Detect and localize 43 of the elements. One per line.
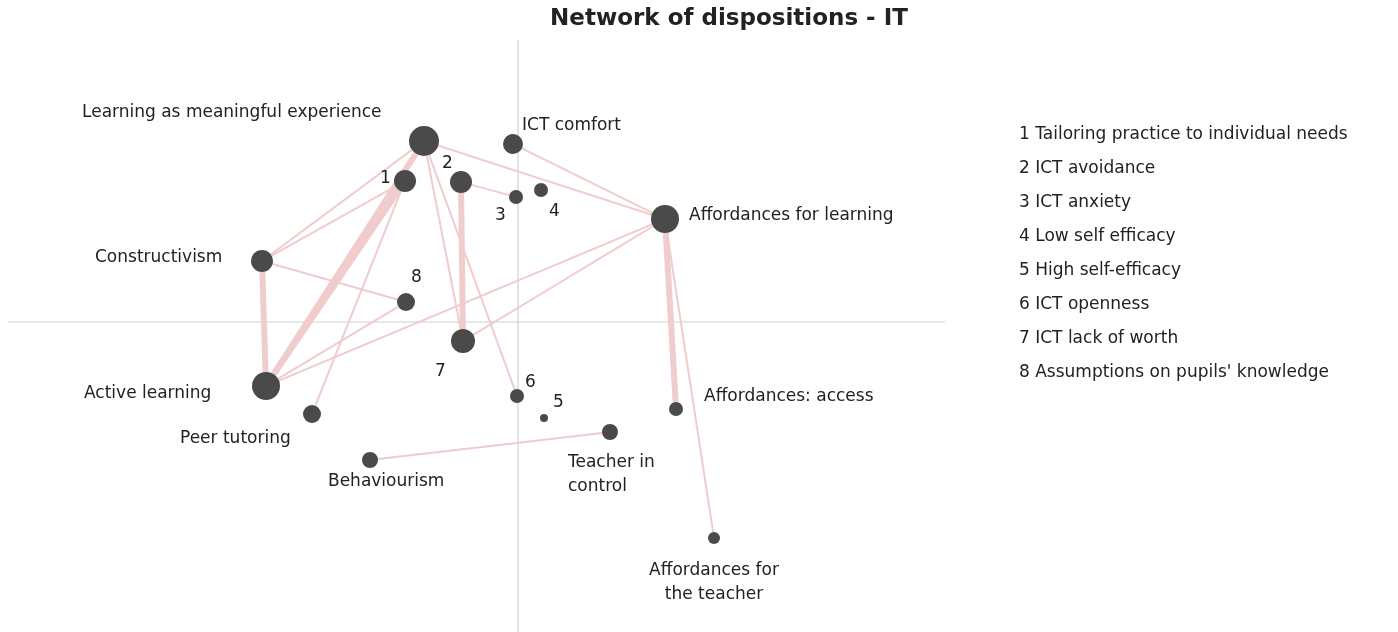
legend-entry: 4 Low self efficacy [1019,224,1176,247]
legend-entry: 3 ICT anxiety [1019,190,1132,213]
node-label: 6 [525,370,536,393]
node-label: Behaviourism [328,469,445,492]
node-label: 7 [435,359,446,382]
node-label: 5 [553,390,564,413]
connector-line [428,154,516,391]
connector-line [269,148,413,256]
node-label: Affordances for the teacher [648,558,780,605]
connector-line [271,263,399,301]
connector-line [277,223,654,382]
node-label: 4 [549,199,560,222]
connector-line [458,192,466,330]
node-label: Peer tutoring [180,426,291,449]
node-label: 3 [495,203,506,226]
legend-entry: 2 ICT avoidance [1019,156,1156,179]
node-label: 2 [442,151,453,174]
legend-entry: 5 High self-efficacy [1019,258,1181,281]
node-label: Constructivism [95,245,223,268]
connector-line [314,190,402,407]
legend-entry: 7 ICT lack of worth [1019,326,1179,349]
connector-line [277,305,400,380]
node-label: Learning as meaningful experience [82,100,382,123]
connector-line [520,147,654,214]
connector-line [437,144,653,216]
node-label: Affordances: access [704,384,874,407]
legend-entry: 8 Assumptions on pupils' knowledge [1019,360,1329,383]
node-label: Teacher in control [568,450,656,497]
legend-entry: 1 Tailoring practice to individual needs [1019,122,1348,145]
connector-line [472,225,654,336]
node-label: Active learning [84,381,212,404]
connector-line [271,188,402,377]
node-label: 1 [380,166,391,189]
connector-line [662,232,679,403]
connector-line [470,183,511,197]
legend-entry: 6 ICT openness [1019,292,1150,315]
node-label: Affordances for learning [689,203,894,226]
node-label: ICT comfort [522,113,622,136]
connector-line [425,154,462,331]
connector-line [376,431,604,461]
chart-title: Network of dispositions - IT [549,4,909,30]
node-label: 8 [411,265,422,288]
connector-line [259,271,269,373]
